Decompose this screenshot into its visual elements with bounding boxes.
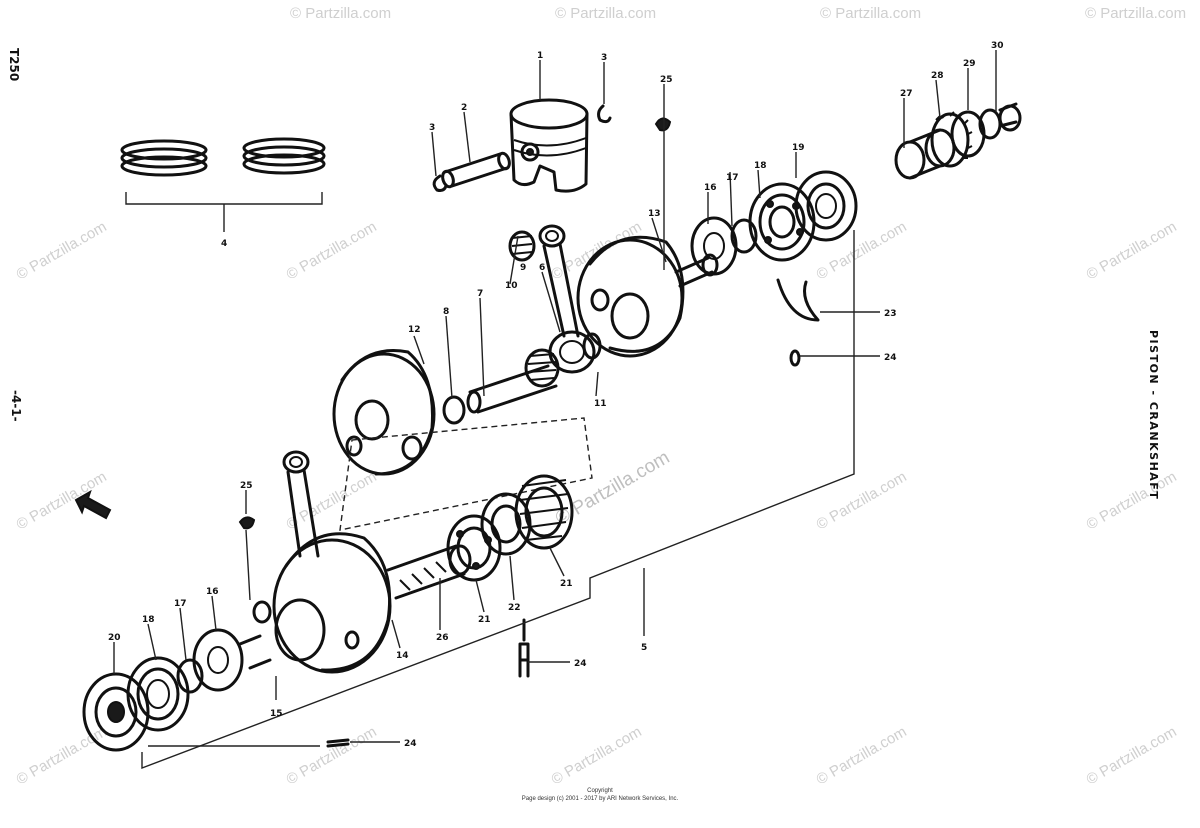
callout-number: 10 <box>505 281 518 291</box>
left-crank-flywheel <box>252 532 392 674</box>
watermark: © Partzilla.com <box>1085 5 1186 22</box>
callout-number: 4 <box>221 239 227 249</box>
callout-number: 27 <box>900 89 913 99</box>
callout-numbers: 1 2 3 3 4 5 6 7 8 9 10 11 12 13 14 15 16… <box>108 41 1004 749</box>
watermark: © Partzilla.com <box>552 447 673 529</box>
callout-number: 3 <box>601 53 607 63</box>
left-spacer <box>176 658 204 694</box>
callout-number: 8 <box>443 307 449 317</box>
callout-number: 24 <box>884 353 897 363</box>
right-oil-seal <box>794 170 858 242</box>
callout-number: 13 <box>648 209 661 219</box>
primary-drive-gear-assembly <box>894 102 1022 180</box>
callout-number: 22 <box>508 603 521 613</box>
dowel-pin <box>326 738 350 748</box>
watermark: © Partzilla.com <box>555 5 656 22</box>
corner-model-code: T250 <box>7 48 21 81</box>
callout-number: 23 <box>884 309 897 319</box>
callout-number: 18 <box>142 615 155 625</box>
callout-number: 20 <box>108 633 121 643</box>
callout-number: 30 <box>991 41 1004 51</box>
callout-number: 15 <box>270 709 283 719</box>
left-oil-seal <box>82 672 150 752</box>
crank-pin-washer <box>442 395 466 425</box>
callout-number: 1 <box>537 51 543 61</box>
watermark: © Partzilla.com <box>284 723 380 788</box>
center-oil-seal <box>514 474 574 550</box>
watermark: © Partzilla.com <box>549 723 645 788</box>
piston-ring-set <box>120 137 326 177</box>
footer-copyright-notice: Page design (c) 2001 - 2017 by ARI Netwo… <box>521 796 679 802</box>
watermark: © Partzilla.com <box>1084 218 1180 283</box>
crank-pin <box>466 364 558 414</box>
callout-number: 24 <box>574 659 587 669</box>
woodruff-key <box>654 117 672 132</box>
callout-number: 3 <box>429 123 435 133</box>
callout-number: 21 <box>478 615 491 625</box>
page-marker: -4-1- <box>9 390 23 422</box>
callout-number: 9 <box>520 263 526 273</box>
callout-number: 7 <box>477 289 483 299</box>
watermark: © Partzilla.com <box>1084 723 1180 788</box>
woodruff-key <box>238 516 256 530</box>
callout-number: 6 <box>539 263 545 273</box>
watermark: © Partzilla.com <box>1084 468 1180 533</box>
piston-pin-clip <box>597 104 612 124</box>
watermark: © Partzilla.com <box>14 218 110 283</box>
right-shim <box>690 216 738 276</box>
watermark: © Partzilla.com <box>549 218 645 283</box>
callout-number: 25 <box>240 481 253 491</box>
callout-number: 17 <box>174 599 187 609</box>
watermark: © Partzilla.com <box>820 5 921 22</box>
small-end-needle-bearing <box>508 230 536 262</box>
callout-number: 16 <box>206 587 219 597</box>
callout-number: 16 <box>704 183 717 193</box>
watermark: © Partzilla.com <box>284 218 380 283</box>
watermark: © Partzilla.com <box>814 468 910 533</box>
watermark: © Partzilla.com <box>14 723 110 788</box>
callout-number: 2 <box>461 103 467 113</box>
callout-number: 18 <box>754 161 767 171</box>
callout-number: 12 <box>408 325 421 335</box>
callout-number: 5 <box>641 643 647 653</box>
dowel-pin <box>518 618 530 678</box>
right-spacer <box>730 218 758 254</box>
bearing-circlip <box>776 278 820 322</box>
connecting-rod <box>538 224 596 374</box>
callout-number: 14 <box>396 651 409 661</box>
callout-number: 17 <box>726 173 739 183</box>
piston-pin <box>441 151 511 189</box>
watermark: © Partzilla.com <box>814 723 910 788</box>
callout-number: 28 <box>931 71 944 81</box>
callout-number: 25 <box>660 75 673 85</box>
callout-number: 21 <box>560 579 573 589</box>
dowel-pin <box>789 349 801 367</box>
watermark: © Partzilla.com <box>290 5 391 22</box>
crank-pin-bearing <box>524 348 560 388</box>
callout-number: 19 <box>792 143 805 153</box>
right-crank-flywheel <box>576 235 719 358</box>
callout-number: 11 <box>594 399 607 409</box>
watermark: © Partzilla.com <box>284 468 380 533</box>
callout-number: 29 <box>963 59 976 69</box>
left-crank-bearing <box>126 656 190 732</box>
callout-number: 24 <box>404 739 417 749</box>
piston-pin-clip <box>432 174 448 192</box>
callout-number: 26 <box>436 633 449 643</box>
footer-copyright-label: Copyright <box>587 788 613 794</box>
front-direction-arrow-icon <box>74 489 112 520</box>
thrust-washer <box>582 332 602 360</box>
center-crank-flywheel <box>332 349 436 476</box>
callout-leaders <box>113 50 997 747</box>
piston <box>509 98 589 193</box>
diagram-title: PISTON - CRANKSHAFT <box>1147 330 1160 500</box>
